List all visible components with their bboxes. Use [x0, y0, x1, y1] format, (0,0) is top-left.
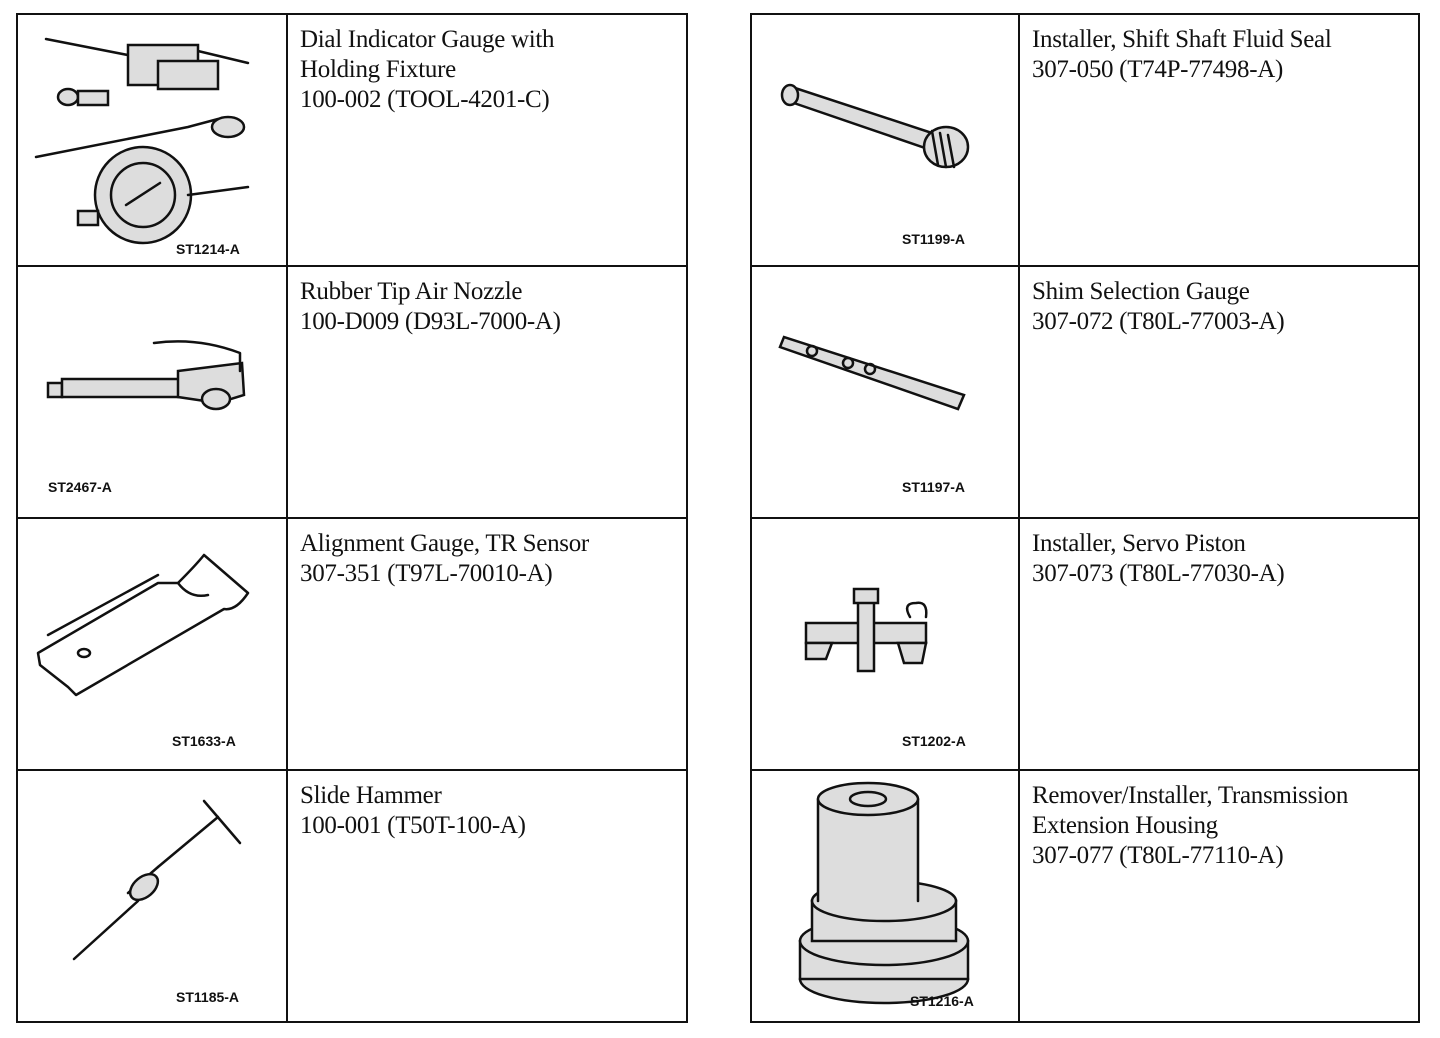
tool-illustration-cell: ST1216-A — [750, 769, 1020, 1023]
tool-number: 307-050 (T74P-77498-A) — [1032, 56, 1284, 83]
tool-illustration-cell: ST2467-A — [16, 265, 288, 519]
tool-description-cell: Rubber Tip Air Nozzle 100-D009 (D93L-700… — [286, 265, 688, 519]
table-row: ST1216-A Remover/Installer, Transmission… — [750, 769, 1420, 1023]
tool-illustration-cell: ST1202-A — [750, 517, 1020, 771]
air-nozzle-illustration — [46, 340, 246, 411]
extension-housing-remover-illustration — [798, 781, 970, 1005]
seal-installer-illustration — [780, 83, 970, 169]
special-tools-table-right: ST1199-A Installer, Shift Shaft Fluid Se… — [750, 13, 1420, 1023]
tool-illustration-cell: ST1199-A — [750, 13, 1020, 267]
tool-number: 307-351 (T97L-70010-A) — [300, 560, 553, 587]
tool-name: Slide Hammer — [300, 782, 442, 809]
tool-description-cell: Slide Hammer 100-001 (T50T-100-A) — [286, 769, 688, 1023]
servo-piston-installer-illustration — [804, 587, 928, 673]
tool-code: ST2467-A — [48, 479, 112, 495]
tool-description-cell: Installer, Shift Shaft Fluid Seal 307-05… — [1018, 13, 1420, 267]
tool-description-cell: Alignment Gauge, TR Sensor 307-351 (T97L… — [286, 517, 688, 771]
tool-name: Alignment Gauge, TR Sensor — [300, 530, 589, 557]
alignment-gauge-illustration — [36, 553, 250, 697]
tool-number: 307-072 (T80L-77003-A) — [1032, 308, 1285, 335]
tool-illustration-cell: ST1197-A — [750, 265, 1020, 519]
tool-illustration-cell: ST1214-A — [16, 13, 288, 267]
tool-code: ST1199-A — [902, 231, 966, 247]
tool-name: Installer, Servo Piston — [1032, 530, 1246, 557]
table-row: ST1202-A Installer, Servo Piston 307-073… — [750, 517, 1420, 771]
tool-description-cell: Remover/Installer, Transmission Extensio… — [1018, 769, 1420, 1023]
special-tools-table-left: ST1214-A Dial Indicator Gauge with Holdi… — [16, 13, 688, 1023]
tool-code: ST1202-A — [902, 733, 966, 749]
tool-name: Extension Housing — [1032, 812, 1218, 839]
tool-description-cell: Shim Selection Gauge 307-072 (T80L-77003… — [1018, 265, 1420, 519]
tool-name: Holding Fixture — [300, 56, 456, 83]
table-row: ST1185-A Slide Hammer 100-001 (T50T-100-… — [16, 769, 688, 1023]
dial-indicator-gauge-illustration — [34, 37, 250, 245]
tool-description-cell: Installer, Servo Piston 307-073 (T80L-77… — [1018, 517, 1420, 771]
tool-name: Remover/Installer, Transmission — [1032, 782, 1349, 809]
shim-selection-gauge-illustration — [778, 335, 966, 411]
tool-code: ST1216-A — [910, 993, 974, 1009]
table-row: ST1199-A Installer, Shift Shaft Fluid Se… — [750, 13, 1420, 267]
tool-number: 100-001 (T50T-100-A) — [300, 812, 526, 839]
tool-description-cell: Dial Indicator Gauge with Holding Fixtur… — [286, 13, 688, 267]
tool-code: ST1214-A — [176, 241, 240, 257]
tool-number: 307-073 (T80L-77030-A) — [1032, 560, 1285, 587]
table-row: ST1197-A Shim Selection Gauge 307-072 (T… — [750, 265, 1420, 519]
table-row: ST1214-A Dial Indicator Gauge with Holdi… — [16, 13, 688, 267]
tool-illustration-cell: ST1185-A — [16, 769, 288, 1023]
tool-illustration-cell: ST1633-A — [16, 517, 288, 771]
tool-name: Installer, Shift Shaft Fluid Seal — [1032, 26, 1332, 53]
tool-number: 100-002 (TOOL-4201-C) — [300, 86, 550, 113]
table-row: ST2467-A Rubber Tip Air Nozzle 100-D009 … — [16, 265, 688, 519]
tool-code: ST1633-A — [172, 733, 236, 749]
tool-number: 307-077 (T80L-77110-A) — [1032, 842, 1284, 869]
table-row: ST1633-A Alignment Gauge, TR Sensor 307-… — [16, 517, 688, 771]
tool-name: Shim Selection Gauge — [1032, 278, 1250, 305]
slide-hammer-illustration — [72, 799, 242, 961]
tool-code: ST1185-A — [176, 989, 240, 1005]
tool-code: ST1197-A — [902, 479, 966, 495]
tool-number: 100-D009 (D93L-7000-A) — [300, 308, 561, 335]
tool-name: Rubber Tip Air Nozzle — [300, 278, 523, 305]
tool-name: Dial Indicator Gauge with — [300, 26, 555, 53]
